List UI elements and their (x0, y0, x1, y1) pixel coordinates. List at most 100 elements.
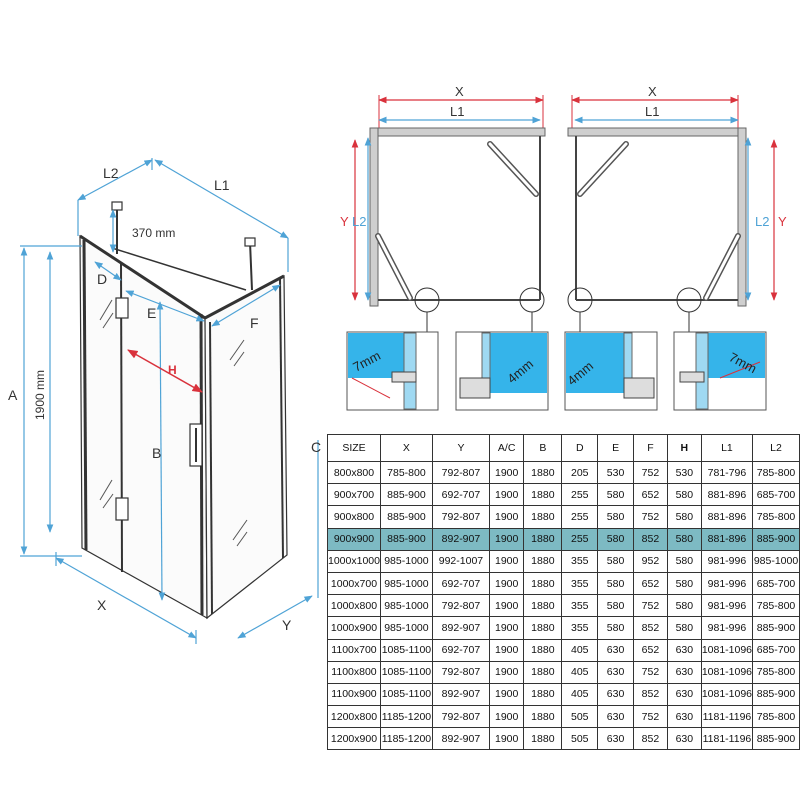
table-cell: 885-900 (752, 527, 800, 551)
table-cell: 1900 (489, 682, 525, 707)
table-cell: 692-707 (431, 571, 491, 596)
table-cell: 1880 (523, 638, 563, 662)
table-cell: 1880 (523, 571, 563, 596)
table-cell: 885-900 (379, 505, 433, 529)
label-y: Y (282, 617, 292, 633)
table-header-cell: F (632, 434, 668, 462)
table-cell: 881-896 (700, 483, 754, 507)
plan-view-right: X L1 L2 Y (567, 84, 787, 332)
table-cell: 752 (632, 705, 668, 729)
side-panel (204, 275, 288, 620)
plan-left-y: Y (340, 214, 349, 229)
table-cell: 580 (597, 571, 634, 596)
plan-right-y: Y (778, 214, 787, 229)
table-cell: 785-800 (752, 705, 800, 729)
table-cell: 1900 (489, 549, 525, 573)
table-cell: 630 (597, 705, 634, 729)
label-c: C (311, 439, 321, 455)
table-cell: 852 (632, 682, 668, 707)
table-cell: 355 (561, 571, 599, 596)
table-header-cell: L2 (752, 434, 800, 462)
table-cell: 752 (632, 594, 668, 618)
front-panel (79, 234, 208, 620)
table-cell: 1880 (523, 505, 563, 529)
table-cell: 530 (666, 460, 702, 485)
table-cell: 630 (597, 727, 634, 751)
table-cell: 752 (632, 505, 668, 529)
table-cell: 1081-1096 (700, 682, 754, 707)
table-cell: 505 (561, 727, 599, 751)
table-cell: 580 (597, 505, 634, 529)
table-cell: 985-1000 (379, 594, 433, 618)
table-cell: 881-896 (700, 527, 754, 551)
table-cell: 580 (666, 527, 702, 551)
table-cell: 1900 (489, 638, 525, 662)
table-cell: 1900 (489, 527, 525, 551)
table-cell: 580 (666, 549, 702, 573)
label-b: B (152, 445, 161, 461)
detail-box-4: 7mm (673, 331, 767, 411)
table-cell: 355 (561, 594, 599, 618)
table-cell: 580 (597, 483, 634, 507)
table-header-cell: Y (431, 434, 491, 462)
table-cell: 1900 (489, 483, 525, 507)
dimension-h (127, 349, 203, 393)
table-cell: 900x800 (327, 505, 381, 529)
enclosure-3d (79, 201, 288, 620)
table-cell: 892-907 (431, 616, 491, 640)
table-cell: 852 (632, 616, 668, 640)
table-cell: 1880 (523, 705, 563, 729)
table-cell: 852 (632, 527, 668, 551)
table-cell: 580 (597, 594, 634, 618)
table-header-cell: D (561, 434, 599, 462)
table-cell: 785-800 (752, 594, 800, 618)
table-cell: 981-996 (700, 571, 754, 596)
detail-box-1: 7mm (346, 331, 439, 411)
table-header-cell: H (666, 434, 702, 462)
table-cell: 892-907 (431, 527, 491, 551)
table-cell: 1081-1096 (700, 660, 754, 684)
table-cell: 981-996 (700, 594, 754, 618)
table-cell: 952 (632, 549, 668, 573)
table-cell: 1880 (523, 594, 563, 618)
table-cell: 1900 (489, 505, 525, 529)
table-cell: 685-700 (752, 483, 800, 507)
table-cell: 1100x800 (327, 660, 381, 684)
table-cell: 580 (597, 527, 634, 551)
table-cell: 255 (561, 505, 599, 529)
label-370mm: 370 mm (132, 226, 175, 240)
table-cell: 630 (666, 638, 702, 662)
table-cell: 1000x900 (327, 616, 381, 640)
table-cell: 685-700 (752, 571, 800, 596)
label-1900mm: 1900 mm (33, 370, 47, 420)
table-cell: 881-896 (700, 505, 754, 529)
table-cell: 985-1000 (379, 616, 433, 640)
table-cell: 405 (561, 660, 599, 684)
table-cell: 652 (632, 638, 668, 662)
table-cell: 800x800 (327, 460, 381, 485)
table-cell: 1185-1200 (379, 727, 433, 751)
table-cell: 355 (561, 549, 599, 573)
table-cell: 630 (666, 705, 702, 729)
table-header-cell: B (523, 434, 563, 462)
table-cell: 885-900 (752, 727, 800, 751)
table-cell: 885-900 (379, 527, 433, 551)
table-cell: 785-800 (752, 460, 800, 485)
table-cell: 1880 (523, 483, 563, 507)
table-cell: 1880 (523, 460, 563, 485)
table-cell: 652 (632, 571, 668, 596)
plan-left-x: X (455, 84, 464, 99)
table-cell: 580 (597, 549, 634, 573)
table-cell: 1200x800 (327, 705, 381, 729)
table-cell: 792-807 (431, 460, 491, 485)
table-cell: 1185-1200 (379, 705, 433, 729)
table-cell: 885-900 (379, 483, 433, 507)
plan-right-l1: L1 (645, 104, 659, 119)
